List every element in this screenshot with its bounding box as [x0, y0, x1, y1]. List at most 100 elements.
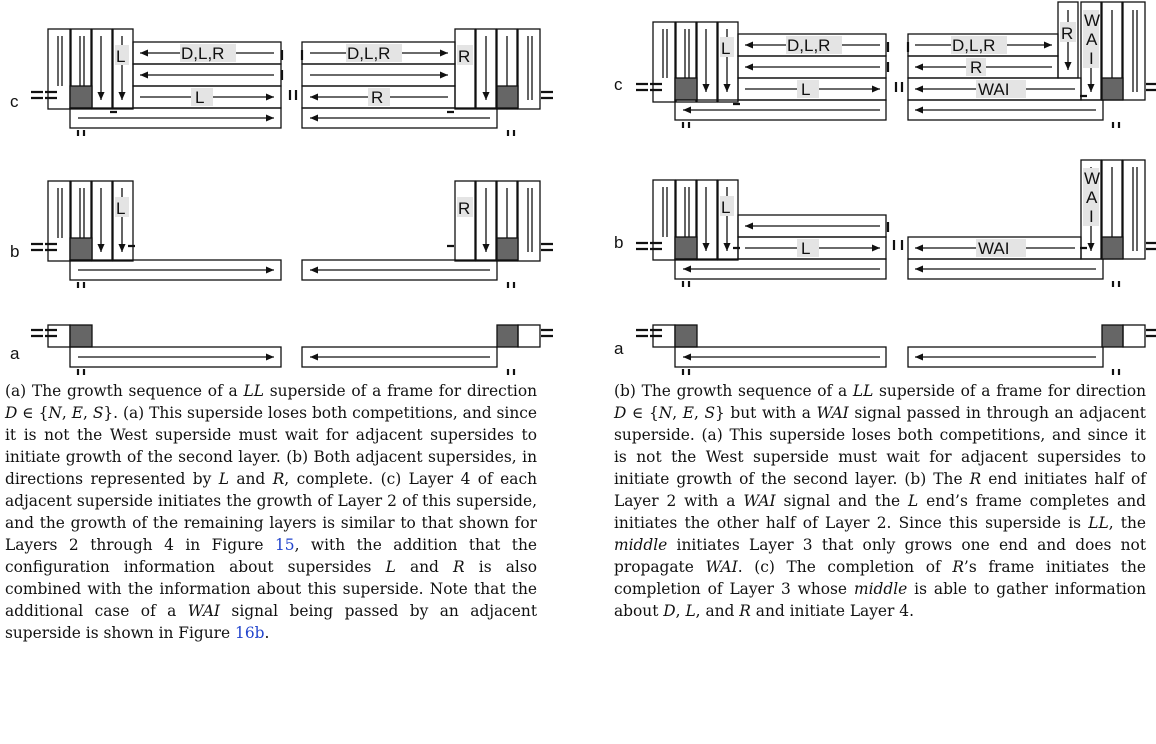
right-row-c: [652, 1, 1146, 121]
math: R: [969, 470, 982, 488]
figure-link[interactable]: 16b: [235, 624, 265, 642]
right-row-label-c: c: [614, 75, 623, 94]
signal-label: R: [970, 58, 982, 77]
signal-label: L: [801, 80, 810, 99]
caption-text: , the: [1108, 514, 1146, 532]
caption-text: .: [264, 624, 270, 642]
caption-text: , with the addition that the configurati…: [5, 536, 537, 576]
label-backgrounds: [115, 10, 1099, 257]
math: LL: [852, 382, 874, 400]
signal-label: D,L,R: [181, 44, 224, 63]
caption-text: }. (a) This superside loses both competi…: [5, 404, 537, 488]
signal-label: L: [721, 39, 730, 58]
math: LL: [1088, 514, 1109, 532]
math: L: [908, 492, 919, 510]
signal-label: A: [1086, 30, 1098, 49]
math: ∈ {: [626, 404, 659, 422]
math: R: [739, 602, 751, 620]
signal-label: D,L,R: [347, 44, 390, 63]
math: R: [272, 470, 285, 488]
caption-text: superside of a frame for direction: [263, 382, 538, 400]
caption-text: } but with a: [715, 404, 817, 422]
math: LL: [243, 382, 264, 400]
signal-label: WAI: [978, 80, 1009, 99]
math: WAI: [743, 492, 776, 510]
caption-text: ,: [675, 602, 686, 620]
caption-text: and: [228, 470, 273, 488]
figure-diagrams: c b a D,L,R D,L,R L R L R L R c b a D,L,…: [10, 1, 1156, 375]
figure-link[interactable]: 15: [274, 536, 295, 554]
signal-label: R: [1061, 24, 1073, 43]
signal-label: R: [458, 199, 470, 218]
caption-text: initiates Layer 3 that only grows one en…: [614, 536, 1146, 576]
signal-label: D,L,R: [952, 36, 995, 55]
caption-text: end initiates half of Layer 2 with a: [614, 470, 1146, 510]
math: E: [71, 404, 83, 422]
math: D: [614, 404, 627, 422]
math: D: [663, 602, 676, 620]
emphasis: middle: [853, 580, 908, 598]
math: N: [658, 404, 673, 422]
math: WAI: [816, 404, 849, 422]
subfigure-label: (b): [614, 382, 636, 400]
caption-text: superside of a frame for direction: [873, 382, 1147, 400]
caption-text: , and: [695, 602, 740, 620]
math: ∈ {: [17, 404, 49, 422]
caption-text: is able to gather information about: [614, 580, 1147, 620]
math: WAI: [705, 558, 738, 576]
caption-text: end’s frame completes and initiates the …: [614, 492, 1146, 532]
math: ,: [672, 404, 683, 422]
signal-label: L: [116, 199, 125, 218]
left-row-b: [47, 180, 541, 281]
left-row-a: [47, 324, 541, 368]
caption-left: (a) The growth sequence of a LL supersid…: [5, 380, 537, 644]
caption-text: . (c) The completion of: [737, 558, 953, 576]
caption-text: is also combined with the information ab…: [5, 558, 537, 620]
math: L: [385, 558, 396, 576]
math: ,: [82, 404, 93, 422]
signal-label: D,L,R: [787, 36, 830, 55]
caption-text: signal and the: [775, 492, 909, 510]
signal-label: W: [1084, 11, 1100, 30]
math: L: [218, 470, 229, 488]
caption-text: The growth sequence of a: [26, 382, 244, 400]
right-row-b: [652, 159, 1146, 280]
math: WAI: [187, 602, 221, 620]
signal-label: W: [1084, 169, 1100, 188]
math: D: [5, 404, 18, 422]
math: L: [685, 602, 696, 620]
right-row-label-a: a: [614, 339, 624, 358]
caption-text: signal passed in through an adjacent sup…: [614, 404, 1146, 488]
caption-text: and initiate Layer 4.: [750, 602, 914, 620]
signal-label: WAI: [978, 239, 1009, 258]
signal-label: A: [1086, 188, 1098, 207]
signal-label: I: [1089, 207, 1094, 226]
math: ,: [693, 404, 705, 422]
caption-text: The growth sequence of a: [635, 382, 853, 400]
caption-right: (b) The growth sequence of a LL supersid…: [614, 380, 1146, 622]
signal-label: L: [116, 47, 125, 66]
left-row-label-c: c: [10, 92, 19, 111]
emphasis: middle: [614, 536, 668, 554]
caption-text: signal being passed by an adjacent super…: [5, 602, 538, 642]
left-row-label-a: a: [10, 344, 20, 363]
right-row-label-b: b: [614, 233, 623, 252]
signal-label: L: [195, 88, 204, 107]
right-row-a: [652, 324, 1146, 368]
caption-text: and: [395, 558, 454, 576]
signal-label: L: [721, 198, 730, 217]
math: R: [453, 558, 465, 576]
left-row-c: [47, 28, 541, 129]
signal-label: R: [371, 88, 383, 107]
signal-label: R: [458, 47, 470, 66]
subfigure-label: (a): [5, 382, 27, 400]
math: S: [92, 404, 104, 422]
signal-label: I: [1089, 49, 1094, 68]
connector-ticks: [31, 42, 1156, 375]
math: ,: [61, 404, 72, 422]
signal-label: L: [801, 239, 810, 258]
math: E: [682, 404, 694, 422]
caption-text: ’s frame initiates the completion of Lay…: [614, 558, 1146, 598]
math: R: [952, 558, 964, 576]
caption-text: , complete. (c) Layer 4 of each adjacent…: [5, 470, 537, 554]
